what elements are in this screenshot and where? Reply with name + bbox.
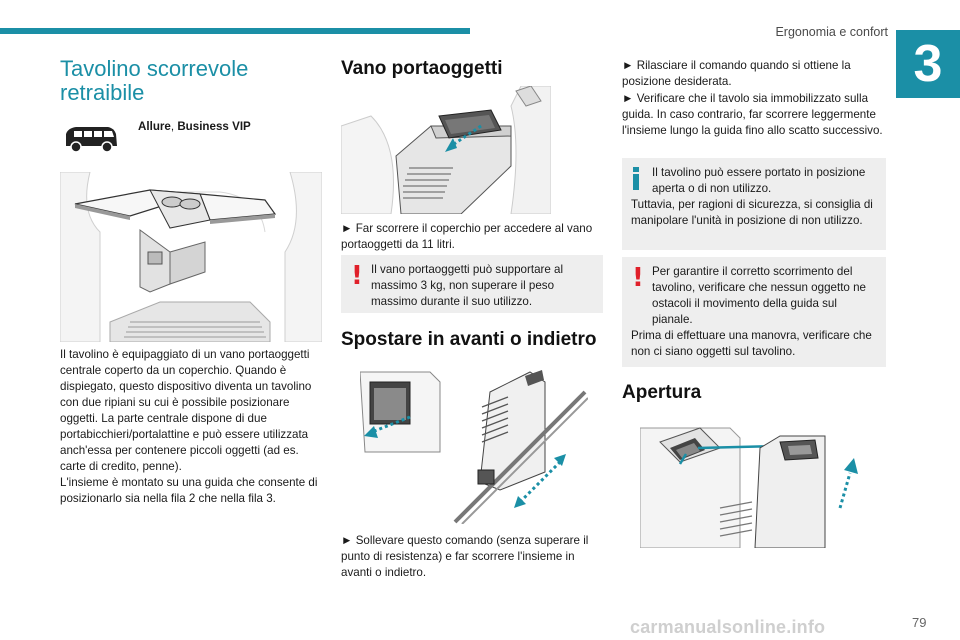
van-silhouette-icon (66, 127, 117, 153)
page-title: Tavolino scorrevole retraibile (60, 56, 249, 105)
exclamation-icon: ! (351, 261, 363, 291)
release-step: ► Rilasciare il comando quando si ottien… (622, 59, 851, 88)
verify-step: ► Verificare che il tavolo sia immobiliz… (622, 92, 883, 137)
header-accent-bar (0, 28, 470, 34)
info-note: Il tavolino può essere portato in posizi… (622, 158, 886, 250)
watermark: carmanualsonline.info (630, 617, 826, 637)
rail-paragraph: L'insieme è montato su una guida che con… (60, 476, 318, 505)
table-illustration (60, 172, 322, 342)
opening-illustration (640, 418, 868, 548)
heading-storage: Vano portaoggetti (341, 58, 503, 79)
move-step: ► Sollevare questo comando (senza supera… (341, 534, 589, 579)
warning-storage: ! Il vano portaoggetti può supportare al… (341, 255, 603, 313)
version-list: Allure, Business VIP (138, 120, 251, 133)
slide-illustration (360, 362, 588, 524)
chapter-tab: 3 (896, 30, 960, 98)
section-header: Ergonomia e confort (775, 25, 888, 39)
heading-move: Spostare in avanti o indietro (341, 329, 597, 350)
info-icon (633, 167, 639, 190)
heading-opening: Apertura (622, 382, 702, 403)
storage-illustration (341, 86, 551, 214)
version-row: Allure, Business VIP (60, 118, 322, 154)
exclamation-icon: ! (632, 263, 644, 293)
warning-rail: ! Per garantire il corretto scorrimento … (622, 257, 886, 367)
page-number: 79 (912, 615, 927, 630)
intro-paragraph: Il tavolino è equipaggiato di un vano po… (60, 348, 312, 473)
storage-step: ► Far scorrere il coperchio per accedere… (341, 222, 593, 251)
